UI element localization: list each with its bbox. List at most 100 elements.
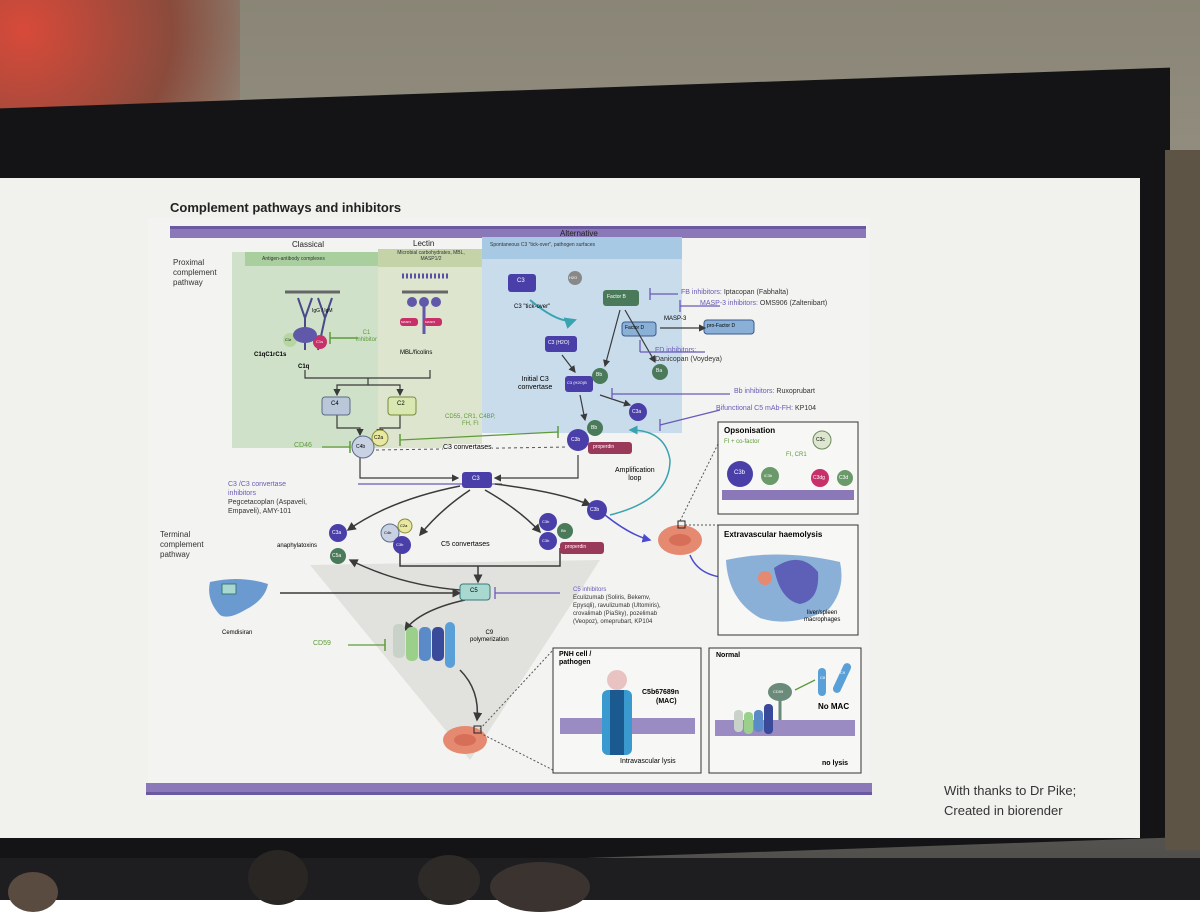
c3b-c5conv-icon <box>393 536 411 554</box>
h2o-icon <box>568 271 582 285</box>
opson-title: Opsonisation <box>724 426 776 435</box>
h2o-label: H2O <box>569 275 578 280</box>
pnh-lysis-label: Intravascular lysis <box>620 758 676 765</box>
c4-box <box>321 396 351 416</box>
c4b-icon <box>351 435 375 459</box>
c3-convertases-label: C3 convertases <box>443 444 492 451</box>
classical-title: Classical <box>292 240 325 249</box>
c3h2ob-label: C3 (H2O)B <box>567 380 587 385</box>
c1r-label: C1r <box>285 337 292 342</box>
bottom-membrane <box>146 783 872 795</box>
cemdisiran-label: Cemdisiran <box>222 630 253 636</box>
bb-label: Bb <box>596 372 603 378</box>
ba-label: Ba <box>656 368 663 374</box>
amplification-loop <box>609 425 671 516</box>
alternative-title: Alternative <box>560 229 598 238</box>
opson-ic3b <box>761 467 779 485</box>
opson-fi-cr1: FI, CR1 <box>786 452 807 458</box>
c3b-alt-icon <box>567 429 589 451</box>
audience-area <box>0 858 1200 900</box>
c2-box <box>387 396 417 416</box>
alternative-header <box>482 237 682 259</box>
c1qc1rc1s-label: C1qC1rC1s <box>254 352 287 358</box>
c5-box <box>459 583 491 601</box>
c5-label: C5 <box>470 588 478 594</box>
c3a-left-icon <box>329 524 347 542</box>
opson-c3c-label: C3c <box>816 437 825 443</box>
properdin-box <box>588 442 632 454</box>
alternative-trigger: Spontaneous C3 "tick-over", pathogen sur… <box>490 242 595 248</box>
properdin-label: properdin <box>593 444 615 450</box>
c3a-icon <box>629 403 647 421</box>
opson-c3dg <box>811 469 829 487</box>
c4b-label: C4b <box>356 444 366 450</box>
bb-c5-label: Bb <box>561 528 566 533</box>
classical-trigger: Antigen-antibody complexes <box>262 256 325 262</box>
normal-nomac-label: No MAC <box>818 702 850 711</box>
bb-alt-label: Bb <box>591 425 598 431</box>
c2a-c5conv-icon <box>397 518 413 534</box>
c3b-to-rbc-arrow <box>604 514 652 543</box>
slide-title: Complement pathways and inhibitors <box>170 200 402 215</box>
regulators-inhibition-line <box>399 431 559 441</box>
factor-b-label: Factor B <box>607 294 626 300</box>
opson-cofactor: FI + co-factor <box>724 439 760 445</box>
opson-c3dg-label: C3dg <box>813 475 825 481</box>
c3b-c5-label: C3b <box>396 542 404 547</box>
c3-inhibitor-text: C3 /C3 convertase inhibitors Pegcetacopl… <box>228 481 307 515</box>
c2-label: C2 <box>397 401 405 407</box>
c4b-c5-label: C4b <box>384 530 392 535</box>
anaphylatoxins-label: anaphylatoxins <box>277 543 318 549</box>
c3b-alt2-icon <box>539 532 557 550</box>
pro-factor-d-label: pro-Factor D <box>707 323 736 329</box>
c3h2ob-box <box>565 376 593 392</box>
c5a-icon <box>330 548 346 564</box>
regulators-label: CD55, CR1, C4BP,FH, FI <box>445 414 496 427</box>
bb-c5conv-icon <box>557 523 573 539</box>
fd-inhibitor-text: FD inhibitors:Danicopan (Voydeya) <box>655 347 722 363</box>
normal-panel <box>708 647 862 774</box>
masp3-label: MASP-3 <box>664 316 687 322</box>
pnh-mac-label: C5b67689n(MAC) <box>642 689 679 705</box>
pnh-title: PNH cell /pathogen <box>559 651 592 666</box>
mac-components <box>348 622 455 668</box>
c1q-label: C1q <box>298 364 310 370</box>
c4b-c5conv-icon <box>380 523 400 543</box>
lectin-trigger: Microbial carbohydrates, MBL,MASP1/2 <box>397 250 465 262</box>
fb-inhibitor-text: FB inhibitors: Iptacopan (Fabhalta) <box>681 289 789 296</box>
igg-igm-label: IgG / IgM <box>312 308 333 314</box>
opson-ic3b-label: iC3b <box>764 473 773 478</box>
c3-central-label: C3 <box>472 476 480 482</box>
bifunctional-inhibitor-text: Bifunctional C5 mAb-FH: KP104 <box>716 405 817 412</box>
c3b-free-icon <box>587 500 607 520</box>
c5-convertases-label: C5 convertases <box>441 541 490 548</box>
c3b-alt1-icon <box>539 513 557 531</box>
factor-d-box <box>621 321 657 337</box>
c3h2o-label: C3 (H2O) <box>548 340 570 346</box>
factor-d-label: Factor D <box>625 325 645 331</box>
normal-cd59-label: CD59 <box>773 689 784 694</box>
opson-c3d <box>837 470 853 486</box>
c3a-left-label: C3a <box>332 530 342 536</box>
c1s-label: C1s <box>316 339 324 344</box>
opson-c3c <box>812 430 832 450</box>
normal-c9-label: C9 <box>840 670 846 675</box>
c2a-icon <box>371 429 389 447</box>
c3h2o-box <box>545 336 577 352</box>
ext-title: Extravascular haemolysis <box>724 530 823 539</box>
liver-icon <box>209 578 268 617</box>
ba-icon <box>652 364 668 380</box>
c3-alt-label: C3 <box>517 278 525 284</box>
normal-title: Normal <box>716 652 741 659</box>
bb-icon <box>592 368 608 384</box>
c2a-label: C2a <box>374 435 384 441</box>
bb-inhibitor-text: Bb inhibitors: Ruxoprubart <box>734 388 815 395</box>
lectin-title: Lectin <box>413 239 435 248</box>
